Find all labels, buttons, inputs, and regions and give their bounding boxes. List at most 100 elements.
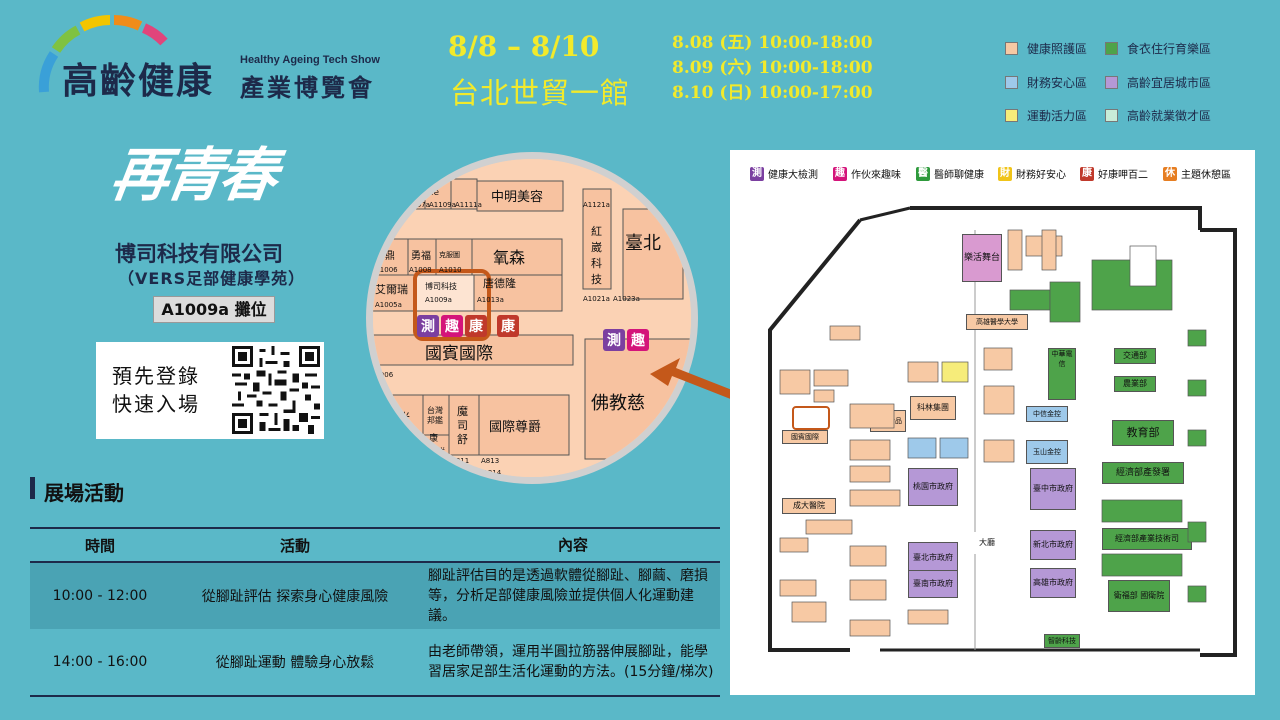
- activity-section-title: 展場活動: [44, 481, 124, 505]
- zoom-booth-label: A810: [375, 457, 393, 465]
- zone-legend-item: 健康照護區: [1005, 40, 1087, 57]
- zoom-tag-measure: 測: [607, 332, 621, 349]
- map-booth-edu: 教育部: [1112, 420, 1174, 446]
- exhibitor-subname: （VERS足部健康學苑）: [118, 269, 306, 288]
- zoom-booth-label: A1023a: [613, 295, 640, 303]
- measure-icon: 測: [750, 166, 764, 181]
- zoom-booth-label: 殿群: [427, 446, 445, 458]
- map-booth-kaohsiung: 高雄市政府: [1030, 568, 1076, 598]
- row-activity: 從腳趾評估 探索身心健康風險: [201, 589, 389, 605]
- header-content: 內容: [557, 536, 588, 554]
- zoom-booth-label: 臺北: [625, 233, 661, 254]
- zoom-booth-label: 邦鑑: [427, 415, 443, 425]
- exhibitor-name: 博司科技有限公司: [115, 242, 283, 266]
- zone-legend-item: 運動活力區: [1005, 107, 1087, 124]
- zoom-booth-label: A906: [375, 371, 394, 379]
- fun-icon: 趣: [833, 166, 847, 181]
- event-times: 8.08 (五) 10:00-18:00 8.09 (六) 10:00-18:0…: [672, 31, 873, 106]
- rest-icon: 休: [1163, 166, 1177, 181]
- zoom-booth-label: 紅: [591, 225, 602, 238]
- zoom-booth-label: A1006: [375, 266, 398, 274]
- zoom-booth-label: 崴: [591, 241, 602, 254]
- zone-legend-item: 食衣住行育樂區: [1105, 40, 1211, 57]
- map-booth-cht: 中華電信: [1048, 348, 1076, 400]
- logo-subtitle: 產業博覽會: [240, 73, 375, 102]
- activity-table: 時間 活動 內容 10:00 - 12:00 從腳趾評估 探索身心健康風險 腳趾…: [30, 527, 720, 697]
- zoom-booth-label: A1009a: [425, 296, 452, 304]
- zoom-tag-health: 康: [501, 318, 516, 335]
- map-booth-motc: 交通部: [1114, 348, 1156, 364]
- zoom-booth-label: A1008: [409, 266, 432, 274]
- zoom-booth-label: A1013a: [477, 296, 504, 304]
- zoom-booth-label: A1005a: [375, 301, 402, 309]
- map-booth-ida: 經濟部產發署: [1102, 462, 1184, 484]
- qr-code-icon[interactable]: [232, 346, 320, 434]
- zoom-tag-measure: 測: [421, 318, 435, 335]
- map-booth-ncku: 成大醫院: [782, 498, 836, 514]
- zoom-booth-label: 技: [591, 273, 602, 286]
- event-time-1: 8.08 (五) 10:00-18:00: [672, 33, 873, 53]
- logo-arc: [38, 15, 168, 93]
- row-content: 腳趾評估目的是透過軟體從腳趾、腳繭、磨損等，分析足部健康風險並提供個人化運動建議…: [428, 568, 708, 624]
- zoom-booth-label: 克服圖: [439, 251, 460, 259]
- zoom-booth-label: 精鼎: [375, 249, 395, 262]
- table-row: 10:00 - 12:00 從腳趾評估 探索身心健康風險 腳趾評估目的是透過軟體…: [30, 563, 720, 629]
- floor-map[interactable]: 測健康大檢測 趣作伙來趣味 醫醫師聊健康 財財務好安心 康好康呷百二 休主題休憩…: [730, 150, 1255, 695]
- map-booth-newtaipei: 新北市政府: [1030, 530, 1076, 560]
- zoom-booth-label: Osmile: [408, 188, 440, 198]
- zoom-booth-label: A1010: [439, 266, 462, 274]
- row-content: 由老師帶領，運用半圓拉筋器伸展腳趾，能學習居家足部生活化運動的方法。(15分鐘/…: [428, 644, 714, 680]
- header-activity: 活動: [279, 536, 310, 555]
- zoom-booth-label: 中明美容: [491, 189, 543, 205]
- zoom-booth-label: A811: [451, 457, 469, 465]
- map-booth-supplement: 保健食品: [870, 410, 906, 432]
- zoom-booth-label: A1121a: [583, 201, 610, 209]
- zoom-booth-label: 國賓國際: [425, 344, 493, 364]
- row-time: 10:00 - 12:00: [52, 588, 148, 604]
- register-line1: 預先登錄: [112, 364, 200, 388]
- map-legend-item: 休主題休憩區: [1163, 166, 1231, 181]
- zoom-booth-label: 勇福: [411, 249, 431, 262]
- zoom-booth-label: 國際尊爵: [489, 419, 541, 435]
- map-booth-mohw: 衛福部 國衛院: [1108, 580, 1170, 612]
- logo-subtitle-en: Healthy Ageing Tech Show: [240, 54, 380, 66]
- map-hall: 大廳: [968, 532, 1006, 554]
- highlight-booth-frame: [413, 269, 491, 341]
- row-time: 14:00 - 16:00: [52, 654, 148, 670]
- map-legend-item: 測健康大檢測: [750, 166, 818, 181]
- zone-legend: 健康照護區 食衣住行育樂區 財務安心區 高齡宜居城市區 運動活力區 高齡就業徵才…: [1005, 36, 1265, 136]
- slogan: 再青春: [106, 141, 279, 209]
- doctor-icon: 醫: [916, 166, 930, 181]
- section-marker: [30, 477, 35, 499]
- map-legend-item: 趣作伙來趣味: [833, 166, 901, 181]
- zone-legend-item: 高齡宜居城市區: [1105, 74, 1211, 91]
- map-booth-ctbc: 中信金控: [1026, 406, 1068, 422]
- zoom-booth-label: 佛教慈: [591, 393, 645, 414]
- map-highlight-marker: [792, 406, 830, 430]
- map-legend-item: 財財務好安心: [998, 166, 1066, 181]
- zoom-booth-label: 酷雷米: [377, 411, 410, 424]
- zone-swatch-1: [1005, 42, 1018, 55]
- zoom-booth-label: 康: [429, 432, 438, 444]
- map-booth-kelin: 科林集團: [910, 396, 956, 420]
- finance-icon: 財: [998, 166, 1012, 181]
- event-time-2: 8.09 (六) 10:00-18:00: [672, 58, 873, 78]
- map-booth-tainan: 臺南市政府: [908, 570, 958, 598]
- zoom-booth-label: 艾爾瑞: [375, 282, 408, 296]
- zone-legend-item: 財務安心區: [1005, 74, 1087, 91]
- map-booth-kmu: 高雄醫學大學: [966, 314, 1028, 330]
- logo-title: 高齡健康: [62, 61, 215, 102]
- register-text: 預先登錄 快速入場: [112, 362, 200, 418]
- zoom-tag-fun: 趣: [444, 318, 460, 335]
- event-date-range: 8/8 – 8/10: [448, 30, 600, 63]
- zoom-map: Osmile A1107a A1109a A1111a 中明美容 精鼎 勇福 克…: [373, 159, 691, 477]
- event-venue: 台北世貿一館: [450, 76, 631, 110]
- zoom-booth-label: 司: [457, 419, 468, 432]
- zoom-booth-label: 魔: [457, 404, 468, 418]
- zone-legend-item: 高齡就業徵才區: [1105, 107, 1211, 124]
- map-booth-zhiling: 智齡科技: [1044, 634, 1080, 648]
- table-header: 時間 活動 內容: [30, 529, 720, 563]
- zoom-tag-health: 康: [469, 318, 484, 335]
- map-walls: [768, 206, 1237, 657]
- zoom-booth-label: A1109a: [429, 201, 456, 209]
